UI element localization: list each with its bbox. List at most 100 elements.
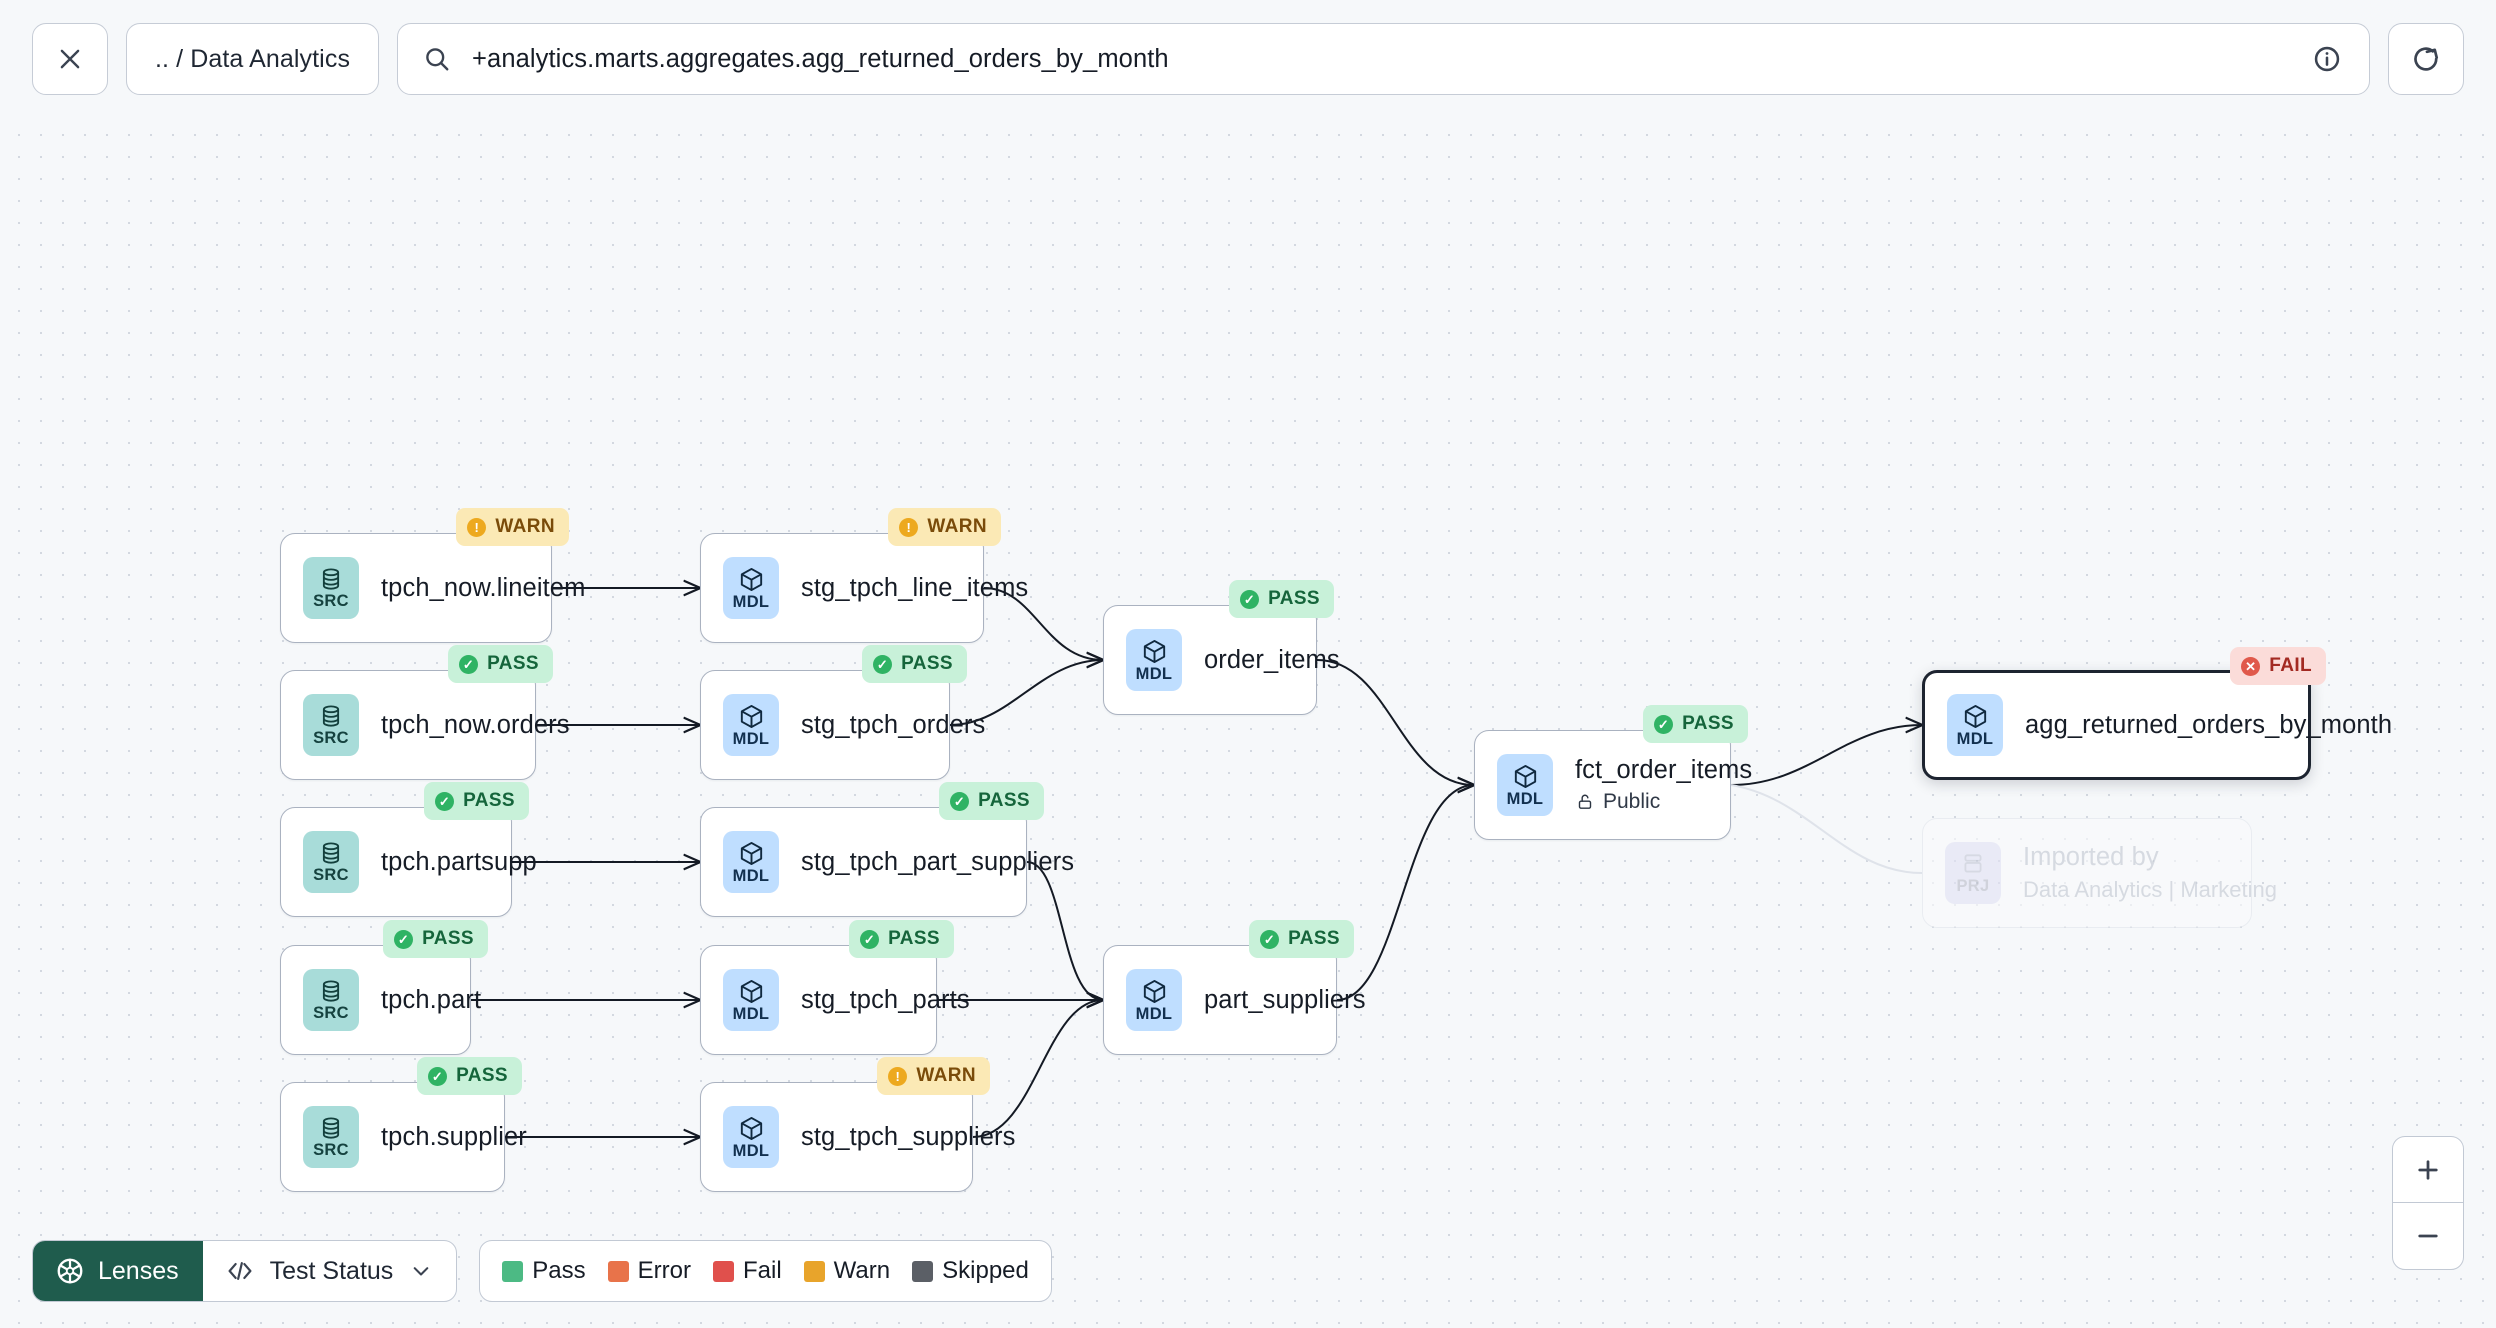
status-badge-pass[interactable]: ✓PASS xyxy=(417,1057,522,1095)
legend-item-warn[interactable]: Warn xyxy=(803,1257,890,1285)
status-badge-label: PASS xyxy=(1682,713,1734,734)
status-dot-icon: ✓ xyxy=(860,929,880,949)
zoom-out-button[interactable] xyxy=(2393,1203,2463,1269)
node-type-label: MDL xyxy=(732,866,770,885)
status-badge-pass[interactable]: ✓PASS xyxy=(1643,705,1748,743)
status-dot-icon: ! xyxy=(899,517,919,537)
plus-icon xyxy=(2413,1155,2443,1185)
status-badge-pass[interactable]: ✓PASS xyxy=(424,782,529,820)
close-icon xyxy=(55,44,85,74)
mdl-icon xyxy=(738,978,765,1005)
node-type-label: SRC xyxy=(313,866,349,885)
node-type-badge: MDL xyxy=(723,557,779,619)
node-type-badge: MDL xyxy=(723,969,779,1031)
lineage-node-agg_returned_orders_by_month[interactable]: ✕FAIL MDL agg_returned_orders_by_month xyxy=(1922,647,2392,780)
status-badge-fail[interactable]: ✕FAIL xyxy=(2230,647,2326,685)
status-badge-pass[interactable]: ✓PASS xyxy=(448,645,553,683)
node-type-label: SRC xyxy=(313,592,349,611)
status-badge-pass[interactable]: ✓PASS xyxy=(849,920,954,958)
search-value[interactable]: +analytics.marts.aggregates.agg_returned… xyxy=(472,44,1169,73)
src-icon xyxy=(318,840,344,866)
status-dot-icon: ! xyxy=(888,1066,908,1086)
node-type-badge: MDL xyxy=(1126,969,1182,1031)
breadcrumb[interactable]: .. / Data Analytics xyxy=(126,23,380,95)
node-subtitle-label: Data Analytics | Marketing xyxy=(2023,877,2277,902)
status-badge-label: PASS xyxy=(901,653,953,674)
node-title: agg_returned_orders_by_month xyxy=(2025,710,2393,739)
node-type-badge: MDL xyxy=(723,831,779,893)
status-badge-warn[interactable]: !WARN xyxy=(877,1057,990,1095)
status-badge-pass[interactable]: ✓PASS xyxy=(939,782,1044,820)
refresh-button[interactable] xyxy=(2388,23,2464,95)
zoom-in-button[interactable] xyxy=(2393,1137,2463,1203)
node-body: stg_tpch_orders xyxy=(801,711,1011,740)
node-type-label: SRC xyxy=(313,1004,349,1023)
bottom-toolbar: Lenses Test Status Pass Error Fail Warn Skip… xyxy=(32,1240,1052,1302)
status-badge-warn[interactable]: !WARN xyxy=(888,508,1001,546)
status-dot-icon: ✓ xyxy=(1240,589,1260,609)
lineage-node-order_items[interactable]: ✓PASS MDL order_items xyxy=(1103,580,1340,715)
close-button[interactable] xyxy=(32,23,108,95)
legend-item-error[interactable]: Error xyxy=(607,1257,691,1285)
status-badge-pass[interactable]: ✓ PASS xyxy=(1249,920,1354,958)
lens-group: Lenses Test Status xyxy=(32,1240,458,1302)
mdl-icon xyxy=(1141,638,1168,665)
status-badge-label: WARN xyxy=(495,516,555,537)
node-type-badge: MDL xyxy=(1947,694,2003,756)
node-type-label: PRJ xyxy=(1956,877,1990,896)
legend-item-fail[interactable]: Fail xyxy=(713,1257,782,1285)
node-title: tpch.partsupp xyxy=(381,847,537,876)
node-title: order_items xyxy=(1204,645,1340,674)
status-dot-icon: ✓ xyxy=(435,791,455,811)
node-body: order_items xyxy=(1204,646,1366,675)
lineage-node-tpch_partsupp[interactable]: ✓PASS SRC tpch.partsupp xyxy=(280,782,537,917)
node-body: stg_tpch_suppliers xyxy=(801,1123,1041,1152)
node-type-label: MDL xyxy=(732,1141,770,1160)
node-title: tpch_now.orders xyxy=(381,710,570,739)
test-status-dropdown[interactable]: Test Status xyxy=(203,1241,457,1301)
node-body: tpch_now.orders xyxy=(381,711,596,740)
node-subtitle: Public xyxy=(1575,790,1752,814)
src-icon xyxy=(318,566,344,592)
search-input[interactable]: +analytics.marts.aggregates.agg_returned… xyxy=(397,23,2370,95)
mdl-icon xyxy=(1962,703,1989,730)
node-type-badge: SRC xyxy=(303,969,359,1031)
node-title: tpch.supplier xyxy=(381,1122,527,1151)
node-type-label: MDL xyxy=(1506,789,1544,808)
status-badge-label: PASS xyxy=(1288,928,1340,949)
search-icon xyxy=(422,44,452,74)
status-badge-pass[interactable]: ✓PASS xyxy=(383,920,488,958)
legend-item-pass[interactable]: Pass xyxy=(502,1257,586,1285)
node-body: agg_returned_orders_by_month xyxy=(2025,711,2418,740)
status-badge-pass[interactable]: ✓PASS xyxy=(862,645,967,683)
legend-item-skipped[interactable]: Skipped xyxy=(912,1257,1029,1285)
status-legend: Pass Error Fail Warn Skipped xyxy=(479,1240,1052,1302)
lenses-button[interactable]: Lenses xyxy=(33,1241,203,1301)
status-dot-icon: ✓ xyxy=(1260,929,1280,949)
info-icon[interactable] xyxy=(2311,43,2343,75)
status-badge-pass[interactable]: ✓PASS xyxy=(1229,580,1334,618)
status-badge-warn[interactable]: !WARN xyxy=(456,508,569,546)
legend-swatch-icon xyxy=(713,1260,734,1282)
src-icon xyxy=(318,978,344,1004)
legend-swatch-icon xyxy=(803,1260,825,1282)
node-type-badge: SRC xyxy=(303,831,359,893)
node-type-badge: MDL xyxy=(1497,754,1553,816)
node-type-badge: MDL xyxy=(1126,629,1182,691)
status-badge-label: PASS xyxy=(487,653,539,674)
mdl-icon xyxy=(1512,763,1539,790)
